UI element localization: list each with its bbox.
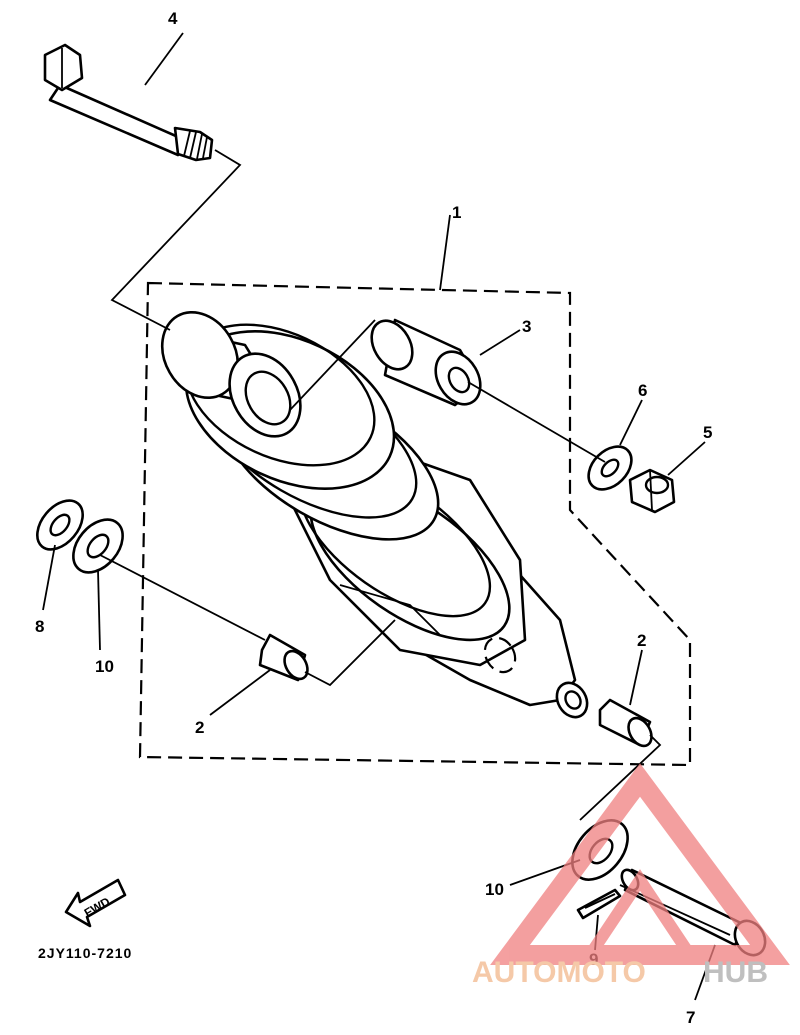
callout-3: 3 [522, 317, 531, 336]
fwd-arrow: FWD [64, 878, 127, 928]
callout-2-right: 2 [637, 631, 646, 650]
callout-1: 1 [452, 203, 461, 222]
washer-part-6 [587, 445, 633, 491]
callout-5: 5 [703, 423, 712, 442]
collar-part-3 [370, 318, 482, 407]
callout-labels: 4 1 3 6 5 8 10 2 2 10 9 7 [35, 9, 712, 1027]
callout-10-lower: 10 [485, 880, 504, 899]
diagram-code: 2JY110-7210 [38, 945, 132, 961]
cotter-pin-part-9 [576, 888, 622, 920]
watermark-text-automoto: AUTOMOTO [472, 956, 646, 989]
callout-10-left: 10 [95, 657, 114, 676]
callout-8: 8 [35, 617, 44, 636]
connector-lines [42, 32, 731, 1001]
nut-part-5 [628, 468, 676, 514]
assembly-boundary-dashed [138, 281, 692, 767]
callout-4: 4 [168, 9, 178, 28]
washer-part-10-left [72, 518, 124, 574]
watermark-triangle-inner [578, 869, 702, 961]
callout-6: 6 [638, 381, 647, 400]
collar-part-2-left [258, 633, 309, 682]
watermark-logo [490, 763, 790, 965]
collar-part-2-right [598, 698, 653, 748]
washer-part-8 [36, 499, 84, 551]
callout-2-left: 2 [195, 718, 204, 737]
watermark-text-hub: HUB [703, 956, 768, 989]
callout-7: 7 [686, 1008, 695, 1027]
bolt-part [43, 43, 214, 162]
shock-absorber-body [160, 310, 589, 719]
